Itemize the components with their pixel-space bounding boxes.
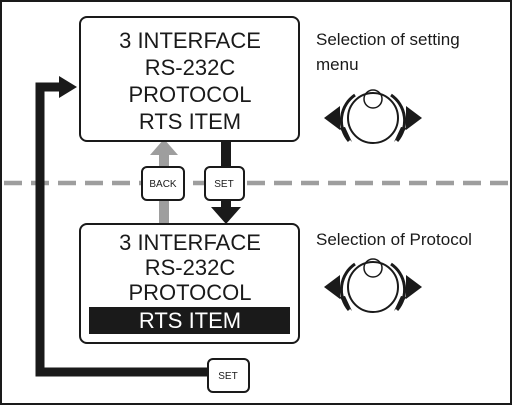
lcd-top-line-2: RS-232C (145, 55, 236, 80)
rotary-knob-icon[interactable] (324, 258, 422, 313)
note-top-line-1: Selection of setting (316, 30, 460, 49)
lcd-bottom-line-3: PROTOCOL (128, 280, 251, 305)
lcd-top-line-1: 3 INTERFACE (119, 28, 261, 53)
set-arrow-head (211, 207, 241, 224)
note-top-line-2: menu (316, 55, 359, 74)
back-arrow-head (150, 139, 178, 155)
lcd-screen-top (79, 16, 300, 142)
note-bottom: Selection of Protocol (316, 230, 472, 249)
lcd-bottom-line-4-highlighted: RTS ITEM (139, 308, 241, 333)
lcd-highlight-bar (89, 307, 290, 334)
set-button-lower-label: SET (218, 371, 237, 382)
lcd-top-line-4: RTS ITEM (139, 109, 241, 134)
back-button-label: BACK (149, 179, 177, 190)
back-button[interactable] (141, 166, 185, 201)
lcd-top-line-3: PROTOCOL (128, 82, 251, 107)
set-button-upper[interactable] (204, 166, 245, 201)
lcd-bottom-line-2: RS-232C (145, 255, 236, 280)
return-arrow-head (59, 76, 77, 98)
lcd-bottom-line-1: 3 INTERFACE (119, 230, 261, 255)
set-button-upper-label: SET (214, 179, 233, 190)
rotary-knob-icon[interactable] (324, 89, 422, 144)
set-button-lower[interactable] (207, 358, 250, 393)
